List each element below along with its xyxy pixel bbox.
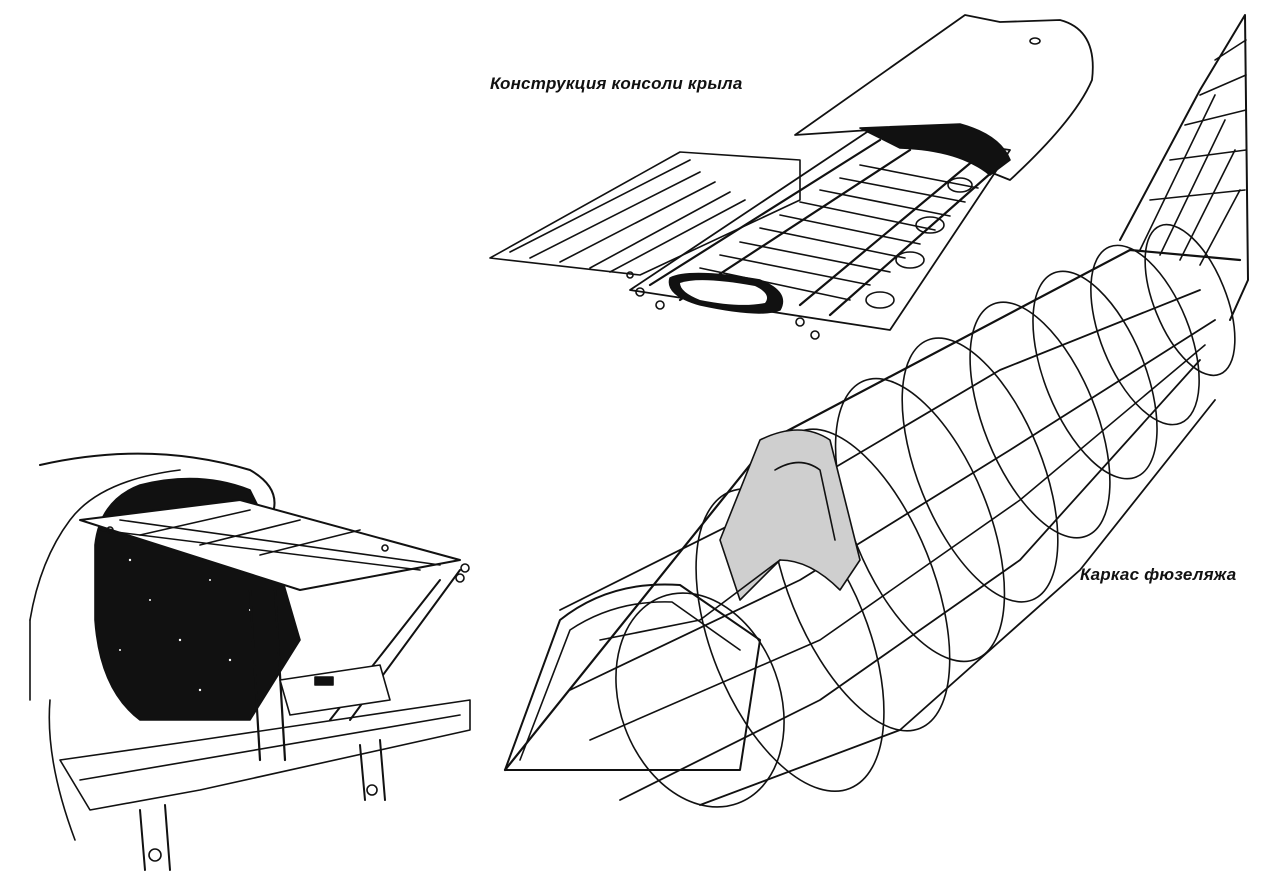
wing-console-drawing: [489, 14, 1094, 340]
center-section-drawing: [29, 452, 471, 871]
fuselage-frame-drawing: [503, 14, 1249, 808]
wing-console-caption: Конструкция консоли крыла: [490, 74, 743, 93]
fuselage-frame-caption: Каркас фюзеляжа: [1080, 565, 1237, 584]
